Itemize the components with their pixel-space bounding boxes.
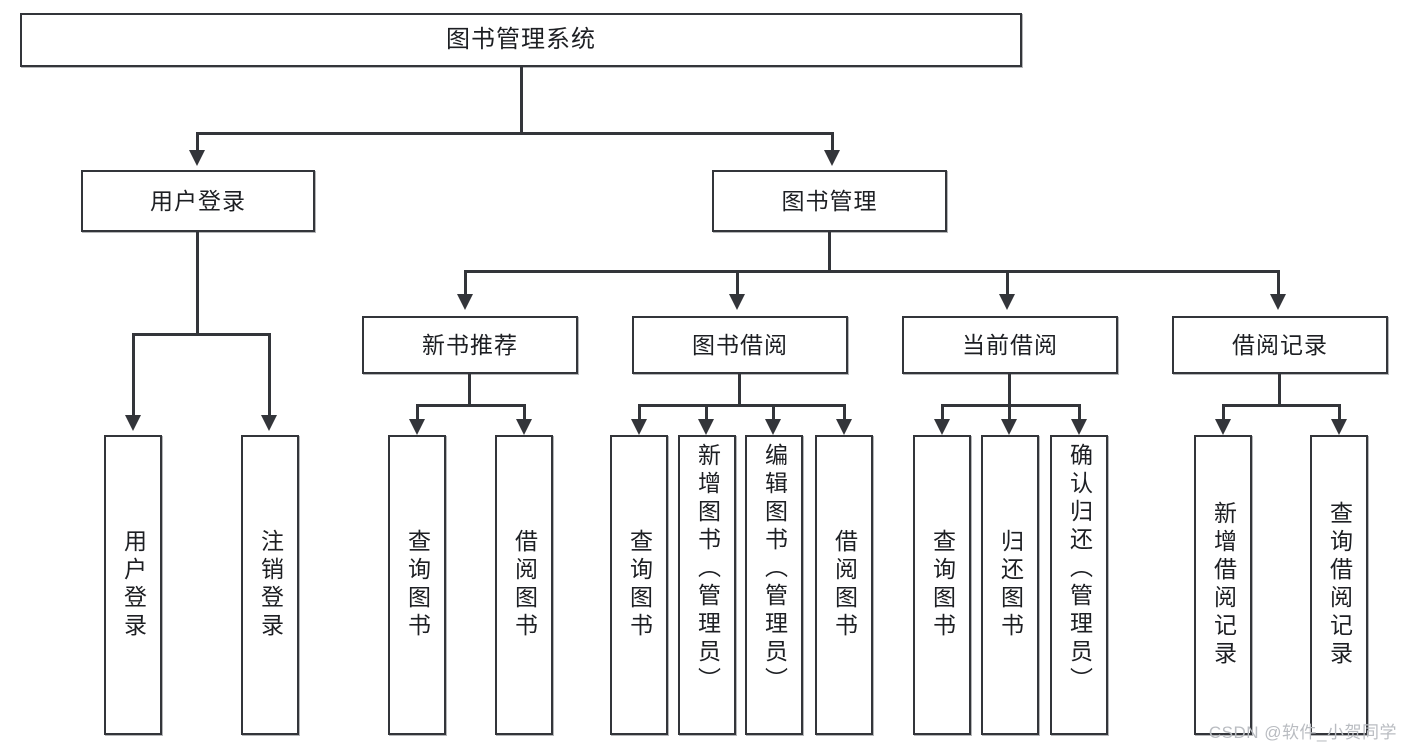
connector-book-management-stem (828, 232, 831, 272)
arrow-icon (1331, 419, 1347, 435)
node-book-borrow[interactable]: 图书借阅 (632, 316, 848, 374)
node-label: 编辑图书（管理员） (761, 443, 788, 695)
arrow-icon (631, 419, 647, 435)
node-label: 用户登录 (120, 529, 147, 641)
arrow-icon (1071, 419, 1087, 435)
connector-to-leaf (416, 404, 419, 421)
leaf-borrow-book[interactable]: 借阅图书 (815, 435, 873, 735)
leaf-query-borrow-record[interactable]: 查询借阅记录 (1310, 435, 1368, 735)
connector-book-borrow-bus (638, 404, 846, 407)
connector-root-bus (196, 132, 834, 135)
leaf-query-book-borrow[interactable]: 查询图书 (610, 435, 668, 735)
node-label: 查询借阅记录 (1326, 501, 1353, 669)
node-label: 借阅记录 (1232, 331, 1328, 358)
arrow-icon (765, 419, 781, 435)
connector-to-level3 (736, 270, 739, 296)
node-label: 查询图书 (929, 529, 956, 641)
connector-to-leaf (268, 333, 271, 417)
leaf-borrow-book-recommend[interactable]: 借阅图书 (495, 435, 553, 735)
connector-to-leaf (1338, 404, 1341, 421)
leaf-add-book-admin[interactable]: 新增图书（管理员） (678, 435, 736, 735)
arrow-icon (934, 419, 950, 435)
leaf-logout[interactable]: 注销登录 (241, 435, 299, 735)
arrow-icon (1215, 419, 1231, 435)
arrow-icon (836, 419, 852, 435)
connector-book-borrow-stem (738, 374, 741, 406)
connector-root-to-book-management (831, 132, 834, 152)
connector-book-management-bus (464, 270, 1280, 273)
node-label: 当前借阅 (962, 331, 1058, 358)
leaf-return-book[interactable]: 归还图书 (981, 435, 1039, 735)
connector-root-to-user-login (196, 132, 199, 152)
node-book-management-system[interactable]: 图书管理系统 (20, 13, 1022, 67)
node-label: 查询图书 (626, 529, 653, 641)
node-label: 确认归还（管理员） (1066, 443, 1093, 695)
connector-to-leaf (1078, 404, 1081, 421)
node-label: 查询图书 (404, 529, 431, 641)
connector-to-level3 (1277, 270, 1280, 296)
arrow-icon (698, 419, 714, 435)
node-label: 用户登录 (150, 187, 246, 214)
connector-to-leaf (132, 333, 135, 417)
csdn-watermark: CSDN @软件_小贺同学 (1208, 723, 1397, 742)
connector-to-leaf (523, 404, 526, 421)
node-label: 借阅图书 (831, 529, 858, 641)
node-book-management[interactable]: 图书管理 (712, 170, 947, 232)
connector-root-stem (520, 67, 523, 134)
leaf-query-book-recommend[interactable]: 查询图书 (388, 435, 446, 735)
connector-borrow-record-bus (1222, 404, 1341, 407)
arrow-icon (824, 150, 840, 166)
connector-new-book-stem (468, 374, 471, 406)
connector-to-leaf (843, 404, 846, 421)
connector-user-login-bus (132, 333, 271, 336)
node-label: 图书借阅 (692, 331, 788, 358)
arrow-icon (729, 294, 745, 310)
leaf-confirm-return-admin[interactable]: 确认归还（管理员） (1050, 435, 1108, 735)
arrow-icon (409, 419, 425, 435)
leaf-add-borrow-record[interactable]: 新增借阅记录 (1194, 435, 1252, 735)
node-label: 借阅图书 (511, 529, 538, 641)
connector-borrow-record-stem (1278, 374, 1281, 406)
connector-current-borrow-stem (1008, 374, 1011, 406)
node-current-borrow[interactable]: 当前借阅 (902, 316, 1118, 374)
node-label: 新增图书（管理员） (694, 443, 721, 695)
node-label: 注销登录 (257, 529, 284, 641)
node-label: 新增借阅记录 (1210, 501, 1237, 669)
node-label: 归还图书 (997, 529, 1024, 641)
connector-to-leaf (772, 404, 775, 421)
connector-to-leaf (1222, 404, 1225, 421)
node-label: 新书推荐 (422, 331, 518, 358)
node-label: 图书管理 (781, 187, 878, 214)
leaf-edit-book-admin[interactable]: 编辑图书（管理员） (745, 435, 803, 735)
connector-to-leaf (1008, 404, 1011, 421)
connector-user-login-stem (196, 232, 199, 335)
connector-to-leaf (941, 404, 944, 421)
arrow-icon (125, 415, 141, 431)
node-label: 图书管理系统 (446, 26, 596, 54)
node-user-login[interactable]: 用户登录 (81, 170, 315, 232)
connector-to-level3 (464, 270, 467, 296)
connector-to-leaf (638, 404, 641, 421)
arrow-icon (1270, 294, 1286, 310)
arrow-icon (999, 294, 1015, 310)
connector-new-book-bus (416, 404, 526, 407)
leaf-query-book-current[interactable]: 查询图书 (913, 435, 971, 735)
node-new-book-recommend[interactable]: 新书推荐 (362, 316, 578, 374)
arrow-icon (261, 415, 277, 431)
node-borrow-record[interactable]: 借阅记录 (1172, 316, 1388, 374)
connector-current-borrow-bus (941, 404, 1081, 407)
connector-to-leaf (705, 404, 708, 421)
arrow-icon (516, 419, 532, 435)
arrow-icon (457, 294, 473, 310)
leaf-user-login[interactable]: 用户登录 (104, 435, 162, 735)
arrow-icon (1001, 419, 1017, 435)
arrow-icon (189, 150, 205, 166)
connector-to-level3 (1006, 270, 1009, 296)
